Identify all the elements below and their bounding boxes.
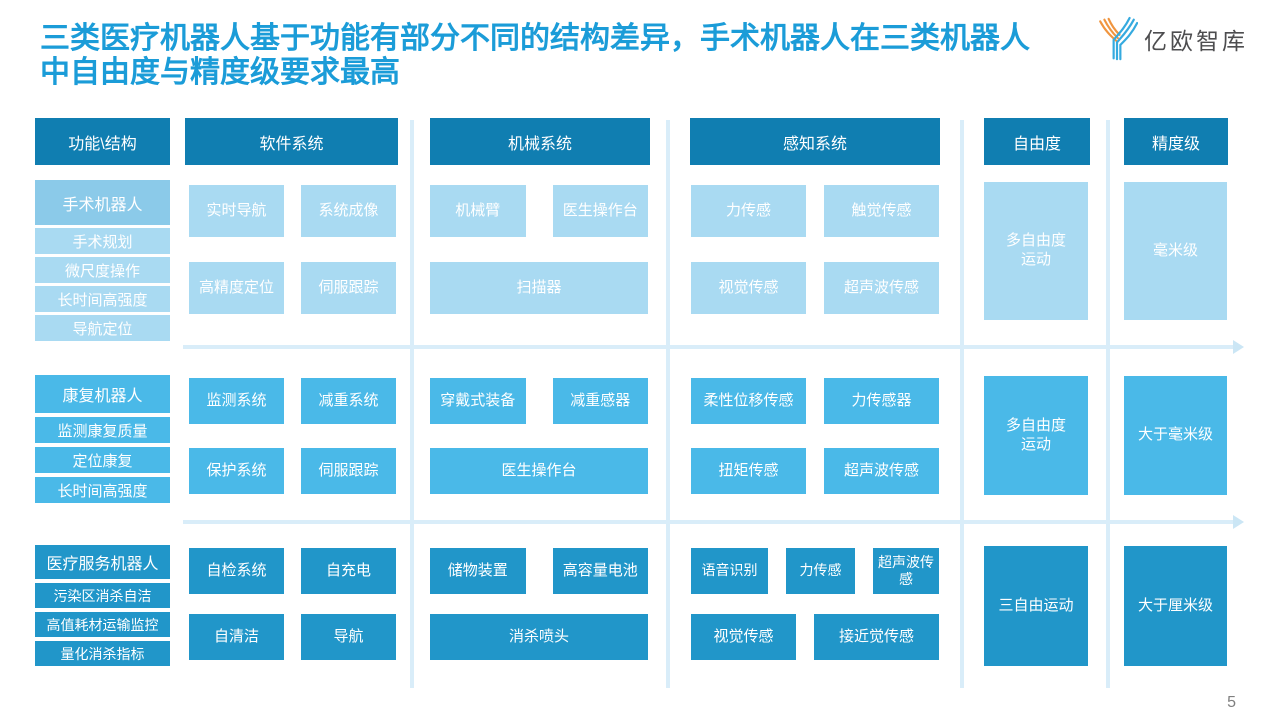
mechanical-box: 储物装置 (430, 548, 526, 594)
mechanical-cell: 医生操作台 (430, 448, 648, 494)
function-item: 污染区消杀自洁 (35, 583, 170, 608)
precision-box: 大于毫米级 (1124, 376, 1227, 495)
software-box: 系统成像 (301, 185, 396, 237)
mechanical-box: 高容量电池 (552, 548, 648, 594)
software-box: 监测系统 (189, 378, 284, 424)
software-box: 实时导航 (189, 185, 284, 237)
software-cell: 监测系统减重系统 (189, 378, 396, 424)
arrow-head-icon (1233, 515, 1244, 529)
divider-arrow-line-2 (183, 520, 1235, 524)
page-title-line1: 三类医疗机器人基于功能有部分不同的结构差异，手术机器人在三类机器人 (40, 22, 1030, 55)
robot-name: 医疗服务机器人 (35, 545, 170, 579)
mechanical-box: 机械臂 (430, 185, 526, 237)
perception-box: 扭矩传感 (691, 448, 806, 494)
freedom-box: 多自由度 运动 (984, 182, 1088, 320)
mechanical-cell: 穿戴式装备减重感器 (430, 378, 648, 424)
software-cell: 自清洁导航 (189, 614, 396, 660)
function-item: 导航定位 (35, 315, 170, 341)
function-item: 定位康复 (35, 447, 170, 473)
perception-box: 超声波传感 (824, 448, 939, 494)
function-item: 手术规划 (35, 228, 170, 254)
mechanical-cell: 扫描器 (430, 262, 648, 314)
function-item: 监测康复质量 (35, 417, 170, 443)
logo-icon (1099, 16, 1138, 61)
page-title: 三类医疗机器人基于功能有部分不同的结构差异，手术机器人在三类机器人 中自由度与精… (40, 22, 1100, 90)
software-box: 自充电 (301, 548, 396, 594)
mechanical-cell: 机械臂医生操作台 (430, 185, 648, 237)
divider-vertical-4 (1106, 120, 1110, 688)
perception-box: 超声波传感 (824, 262, 939, 314)
column-header-functions: 功能\结构 (35, 118, 170, 165)
software-box: 自检系统 (189, 548, 284, 594)
column-header-freedom: 自由度 (984, 118, 1090, 165)
software-box: 自清洁 (189, 614, 284, 660)
software-box: 保护系统 (189, 448, 284, 494)
mechanical-box: 消杀喷头 (430, 614, 648, 660)
page-title-line2: 中自由度与精度级要求最高 (40, 56, 400, 89)
divider-vertical-1 (410, 120, 414, 688)
perception-box: 柔性位移传感 (691, 378, 806, 424)
software-box: 高精度定位 (189, 262, 284, 314)
page-number: 5 (1227, 694, 1236, 711)
freedom-box: 三自由运动 (984, 546, 1088, 666)
function-item: 微尺度操作 (35, 257, 170, 283)
robot-name: 康复机器人 (35, 375, 170, 413)
divider-vertical-3 (960, 120, 964, 688)
column-header-perception: 感知系统 (690, 118, 940, 165)
perception-box: 力传感器 (824, 378, 939, 424)
function-item: 高值耗材运输监控 (35, 612, 170, 637)
perception-box: 力传感 (785, 548, 856, 594)
software-cell: 自检系统自充电 (189, 548, 396, 594)
perception-box: 语音识别 (691, 548, 768, 594)
mechanical-cell: 储物装置高容量电池 (430, 548, 648, 594)
software-box: 伺服跟踪 (301, 448, 396, 494)
logo: 亿欧智库 (1096, 16, 1248, 62)
mechanical-box: 医生操作台 (552, 185, 648, 237)
mechanical-box: 穿戴式装备 (430, 378, 526, 424)
logo-text: 亿欧智库 (1144, 28, 1248, 54)
mechanical-cell: 消杀喷头 (430, 614, 648, 660)
mechanical-box: 扫描器 (430, 262, 648, 314)
mechanical-box: 医生操作台 (430, 448, 648, 494)
software-box: 导航 (301, 614, 396, 660)
software-box: 减重系统 (301, 378, 396, 424)
freedom-box: 多自由度 运动 (984, 376, 1088, 495)
mechanical-box: 减重感器 (552, 378, 648, 424)
perception-box: 力传感 (691, 185, 806, 237)
divider-vertical-2 (666, 120, 670, 688)
precision-box: 毫米级 (1124, 182, 1227, 320)
software-cell: 保护系统伺服跟踪 (189, 448, 396, 494)
perception-cell: 柔性位移传感力传感器 (691, 378, 939, 424)
software-cell: 实时导航系统成像 (189, 185, 396, 237)
robot-name: 手术机器人 (35, 180, 170, 225)
perception-box: 超声波传感 (873, 548, 939, 594)
function-item: 长时间高强度 (35, 477, 170, 503)
function-item: 长时间高强度 (35, 286, 170, 312)
software-cell: 高精度定位伺服跟踪 (189, 262, 396, 314)
perception-box: 触觉传感 (824, 185, 939, 237)
precision-box: 大于厘米级 (1124, 546, 1227, 666)
function-item: 量化消杀指标 (35, 641, 170, 666)
perception-box: 视觉传感 (691, 262, 806, 314)
perception-box: 视觉传感 (691, 614, 796, 660)
software-box: 伺服跟踪 (301, 262, 396, 314)
arrow-head-icon (1233, 340, 1244, 354)
column-header-precision: 精度级 (1124, 118, 1228, 165)
perception-box: 接近觉传感 (813, 614, 939, 660)
perception-cell: 视觉传感接近觉传感 (691, 614, 939, 660)
perception-cell: 扭矩传感超声波传感 (691, 448, 939, 494)
column-header-software: 软件系统 (185, 118, 398, 165)
perception-cell: 语音识别力传感超声波传感 (691, 548, 939, 594)
divider-arrow-line-1 (183, 345, 1235, 349)
column-header-mechanical: 机械系统 (430, 118, 650, 165)
perception-cell: 视觉传感超声波传感 (691, 262, 939, 314)
perception-cell: 力传感触觉传感 (691, 185, 939, 237)
